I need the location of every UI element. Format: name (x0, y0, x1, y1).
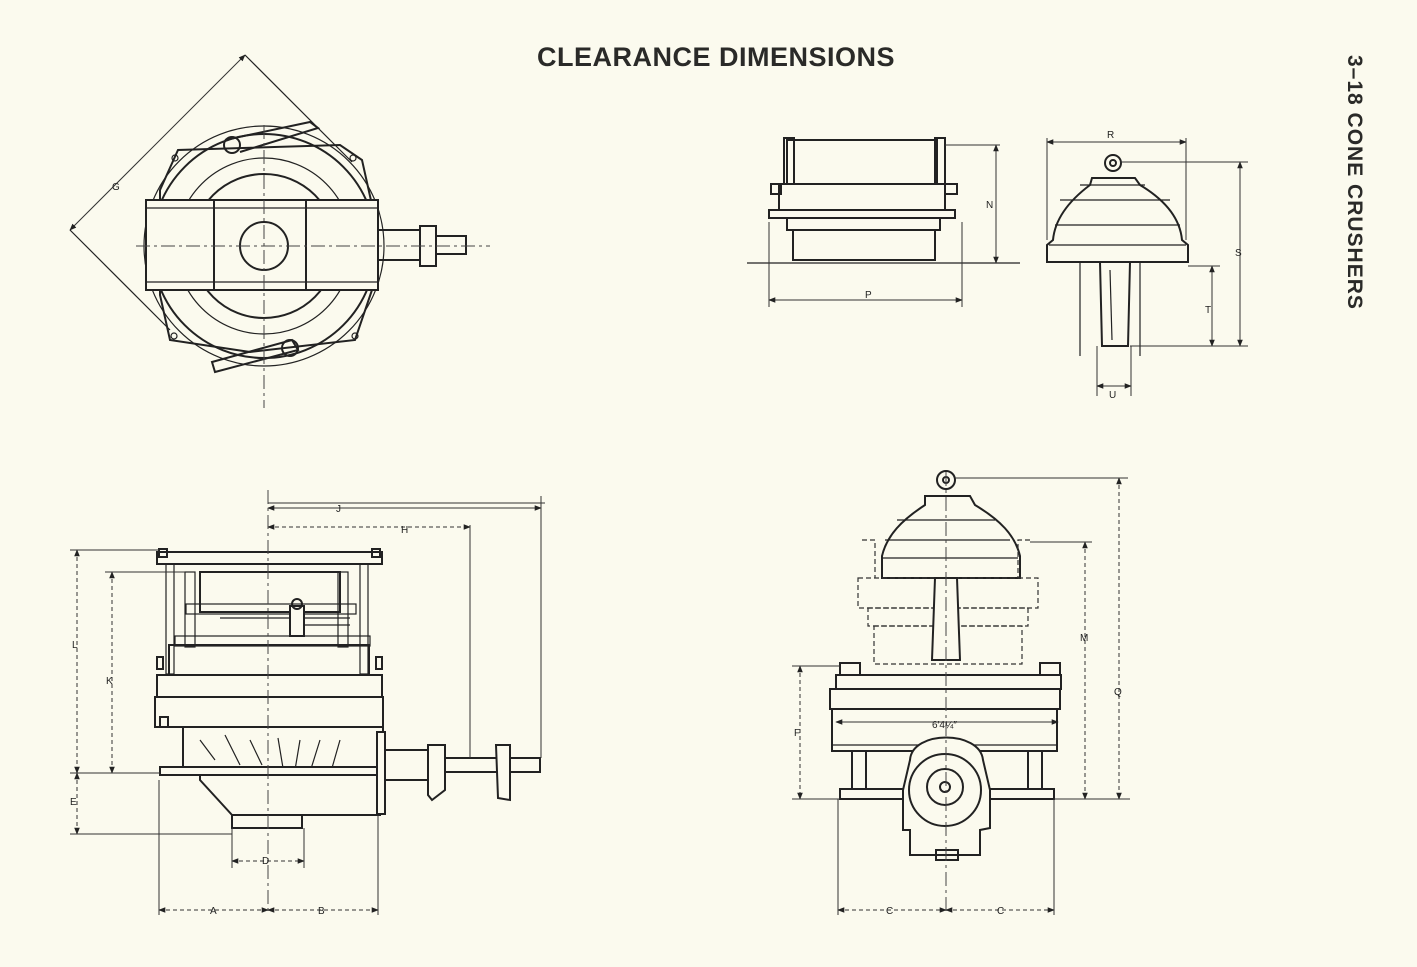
coupling-1 (427, 744, 446, 802)
width-annotation: 6′4¼″ (932, 719, 957, 731)
dim-label-k: K (106, 676, 113, 687)
dim-label-f: F (794, 728, 800, 739)
dim-label-h: H (401, 525, 408, 536)
coupling-2 (494, 744, 511, 802)
dim-label-n: N (986, 200, 993, 211)
top-view: G (69, 54, 490, 408)
top-view-beam (145, 199, 379, 291)
dim-label-d: D (262, 856, 269, 867)
dim-label-u: U (1109, 390, 1116, 401)
head-shaft-elevation (930, 577, 962, 661)
dim-label-g: G (112, 182, 120, 193)
main-frame-body (182, 726, 384, 768)
dim-label-j: J (336, 504, 341, 515)
dim-label-s: S (1235, 248, 1242, 259)
dim-label-a: A (210, 906, 217, 917)
frame-top-plate (156, 551, 383, 565)
dim-label-c-right: C (997, 906, 1004, 917)
frame-lower-band (154, 696, 384, 728)
frame-middle-band (156, 674, 383, 698)
dim-label-e: E (70, 797, 77, 808)
lever-arm-top (224, 120, 321, 153)
head-side-view: R S T U (1046, 130, 1248, 401)
head-cone (1046, 177, 1189, 263)
dim-label-c-left: C (886, 906, 893, 917)
head-assembly (881, 495, 1021, 579)
dim-label-t: T (1205, 305, 1211, 316)
side-elevation: 6′4¼″ Q M F C C (792, 470, 1130, 917)
section-label: 3–18 CONE CRUSHERS (1343, 55, 1366, 310)
front-elevation: J H L K E D A B (70, 490, 545, 917)
dim-label-p: P (865, 290, 872, 301)
dim-label-r: R (1107, 130, 1114, 141)
dim-label-b: B (318, 906, 325, 917)
dim-label-l: L (72, 640, 78, 651)
dim-label-m: M (1080, 633, 1088, 644)
drive-shaft-housing (384, 749, 431, 781)
lever-arm-bottom (210, 338, 300, 374)
dim-label-q: Q (1114, 687, 1122, 698)
bowl-side-view: N P (747, 137, 1020, 307)
head-shaft (1098, 261, 1132, 347)
page-title: CLEARANCE DIMENSIONS (536, 42, 896, 72)
